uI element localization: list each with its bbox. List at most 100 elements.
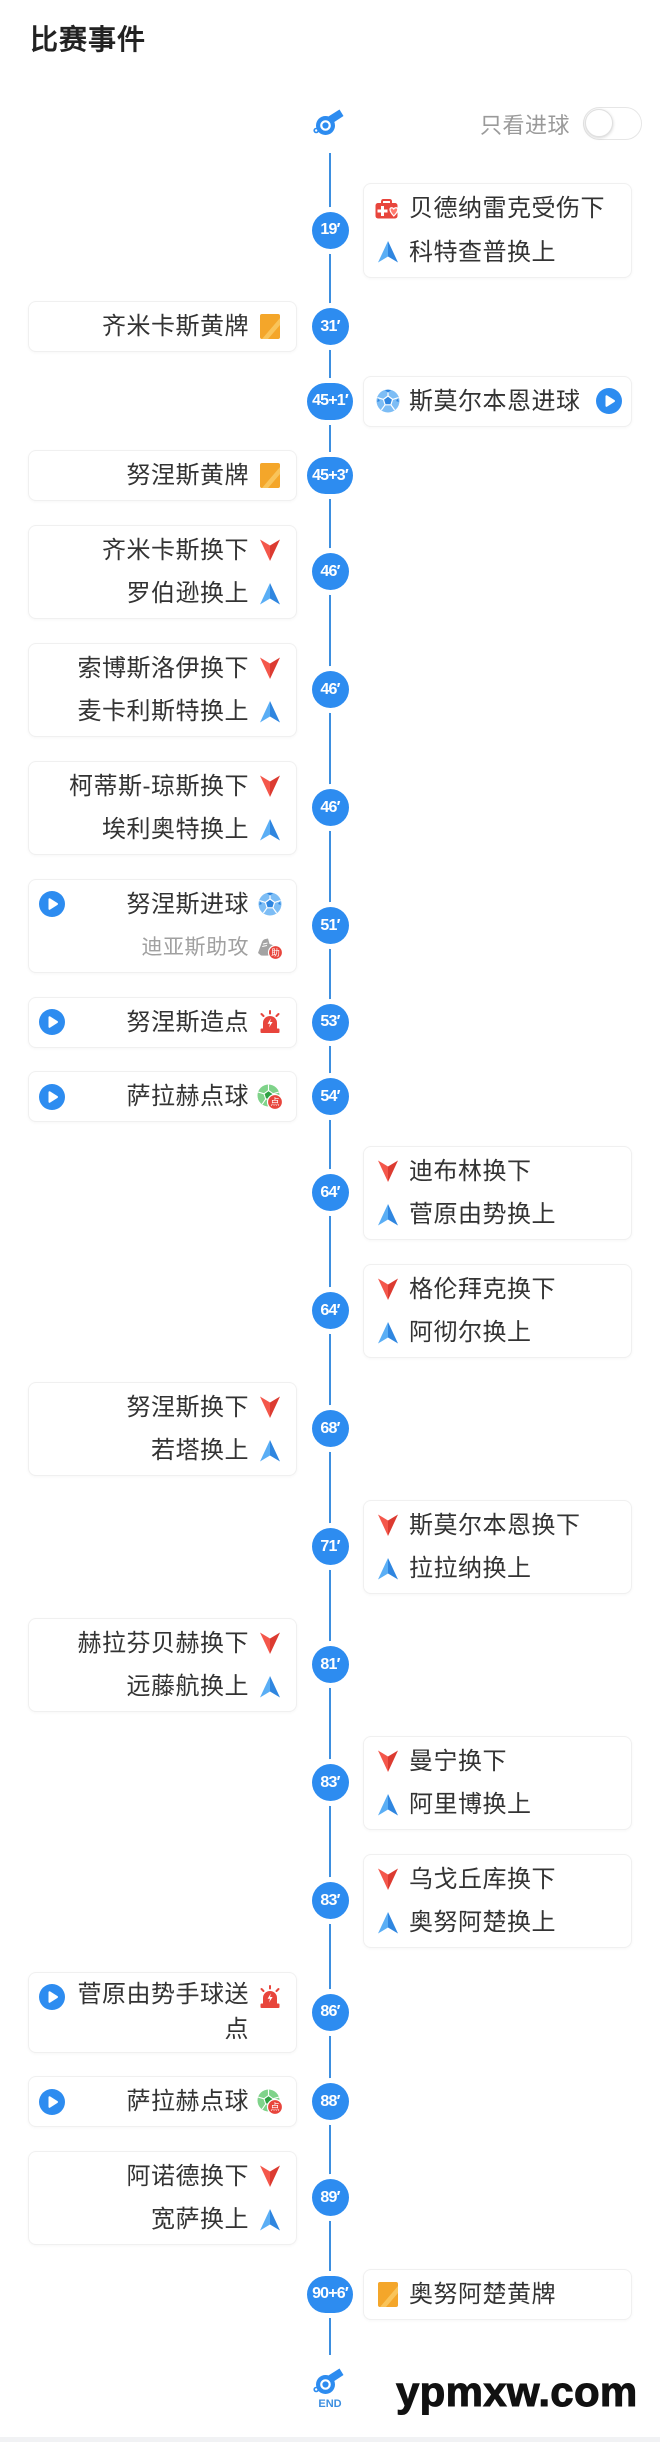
substitution-in-icon [258, 1665, 282, 1709]
event-line: 埃利奥特换上 [39, 808, 282, 852]
event-text: 赫拉芬贝赫换下 [77, 1629, 249, 1657]
event-line: 奥努阿楚黄牌 [376, 2272, 622, 2316]
goals-only-label: 只看进球 [479, 112, 570, 138]
event-text: 齐米卡斯换下 [102, 536, 249, 564]
substitution-out-icon [258, 646, 282, 690]
event-row: 努涅斯进球迪亚斯助攻 助 51′ [0, 878, 660, 973]
event-row: 努涅斯造点 53′ [0, 996, 660, 1048]
event-line: 阿里博换上 [376, 1783, 622, 1827]
event-text: 阿诺德换下 [126, 2162, 249, 2190]
event-text: 努涅斯造点 [126, 1008, 249, 1036]
event-line: 麦卡利斯特换上 [39, 690, 282, 734]
event-line: 科特查普换上 [376, 230, 622, 274]
event-card: 斯莫尔本恩换下拉拉纳换上 [363, 1499, 632, 1594]
play-video-button[interactable] [39, 1975, 65, 2019]
event-time-column: 88′ [311, 2083, 349, 2120]
play-icon [39, 1009, 65, 1035]
event-line: 努涅斯换下 [39, 1385, 282, 1429]
event-minute-badge: 54′ [311, 1078, 349, 1115]
bottom-divider [0, 2437, 660, 2442]
event-left-column: 柯蒂斯-琼斯换下埃利奥特换上 [0, 760, 311, 855]
substitution-out-icon [376, 1739, 400, 1783]
assist-badge-text: 助 [271, 947, 280, 957]
event-line: 柯蒂斯-琼斯换下 [39, 764, 282, 808]
play-video-button[interactable] [39, 882, 65, 926]
play-icon [39, 891, 65, 917]
event-time-column: 83′ [311, 1882, 349, 1920]
event-text: 努涅斯进球 [126, 890, 249, 918]
event-line: 赫拉芬贝赫换下 [39, 1621, 282, 1665]
event-line: 索博斯洛伊换下 [39, 646, 282, 690]
event-left-column: 萨拉赫点球点 [0, 1071, 311, 1122]
event-text: 奥努阿楚换上 [409, 1909, 556, 1936]
watermark: ypmxw.com [396, 2368, 638, 2415]
substitution-out-icon [258, 764, 282, 808]
event-text: 萨拉赫点球 [126, 2088, 249, 2115]
event-minute-badge: 68′ [311, 1410, 349, 1448]
event-card: 齐米卡斯黄牌 [28, 301, 297, 352]
penalty-won-siren-icon [258, 1000, 282, 1044]
event-right-column: 乌戈丘库换下奥努阿楚换上 [349, 1853, 660, 1948]
event-card: 贝德纳雷克受伤下科特查普换上 [363, 183, 632, 278]
event-row: 83′乌戈丘库换下奥努阿楚换上 [0, 1853, 660, 1948]
event-card: 阿诺德换下宽萨换上 [28, 2150, 297, 2245]
event-minute-badge: 31′ [311, 308, 349, 345]
event-left-column: 阿诺德换下宽萨换上 [0, 2150, 311, 2245]
event-line: 努涅斯造点 [39, 1000, 282, 1044]
event-minute-badge: 19′ [311, 211, 349, 249]
event-row: 64′迪布林换下菅原由势换上 [0, 1145, 660, 1240]
event-line: 努涅斯黄牌 [39, 454, 282, 498]
substitution-out-icon [258, 1621, 282, 1665]
event-left-column: 菅原由势手球送点 [0, 1971, 311, 2053]
event-right-column: 斯莫尔本恩换下拉拉纳换上 [349, 1499, 660, 1594]
substitution-in-icon [258, 1429, 282, 1473]
event-line: 若塔换上 [39, 1429, 282, 1473]
event-minute-badge: 45+3′ [307, 457, 353, 494]
event-line: 齐米卡斯换下 [39, 528, 282, 572]
event-minute-badge: 90+6′ [307, 2275, 353, 2313]
event-time-column: 53′ [311, 1003, 349, 1041]
substitution-in-icon [376, 1547, 400, 1591]
substitution-in-icon [258, 2198, 282, 2242]
event-line: 齐米卡斯黄牌 [39, 305, 282, 349]
play-video-button[interactable] [39, 1075, 65, 1119]
event-minute-badge: 45+1′ [307, 382, 353, 420]
event-card: 曼宁换下阿里博换上 [363, 1735, 632, 1830]
play-icon [39, 2088, 65, 2115]
substitution-in-icon [376, 1311, 400, 1355]
event-line: 菅原由势换上 [376, 1193, 622, 1237]
event-text: 罗伯逊换上 [126, 580, 249, 607]
event-minute-badge: 46′ [311, 789, 349, 827]
goals-only-toggle[interactable] [583, 107, 642, 140]
event-text: 阿里博换上 [409, 1791, 532, 1818]
event-text: 努涅斯换下 [126, 1393, 249, 1421]
play-icon [39, 1984, 65, 2010]
substitution-out-icon [376, 1857, 400, 1901]
assist-text: 迪亚斯助攻 [141, 936, 249, 959]
play-icon [39, 1083, 65, 1110]
substitution-in-icon [376, 230, 400, 274]
event-card: 斯莫尔本恩进球 [363, 375, 632, 427]
page-title: 比赛事件 [30, 24, 147, 55]
event-left-column: 努涅斯换下若塔换上 [0, 1381, 311, 1476]
play-video-button[interactable] [39, 2080, 65, 2124]
event-card: 努涅斯造点 [28, 996, 297, 1048]
event-time-column: 45+1′ [307, 382, 353, 420]
event-row: 齐米卡斯黄牌 31′ [0, 301, 660, 352]
event-text: 索博斯洛伊换下 [77, 654, 249, 682]
event-minute-badge: 64′ [311, 1174, 349, 1212]
event-row: 努涅斯黄牌 45+3′ [0, 450, 660, 501]
event-minute-badge: 53′ [311, 1003, 349, 1041]
toggle-knob [585, 109, 613, 137]
play-video-button[interactable] [596, 379, 622, 423]
event-minute-badge: 83′ [311, 1882, 349, 1920]
event-minute-badge: 86′ [311, 1993, 349, 2031]
play-video-button[interactable] [39, 1000, 65, 1044]
event-time-column: 68′ [311, 1410, 349, 1448]
event-time-column: 64′ [311, 1292, 349, 1330]
event-text: 柯蒂斯-琼斯换下 [69, 772, 249, 800]
event-time-column: 51′ [311, 907, 349, 945]
